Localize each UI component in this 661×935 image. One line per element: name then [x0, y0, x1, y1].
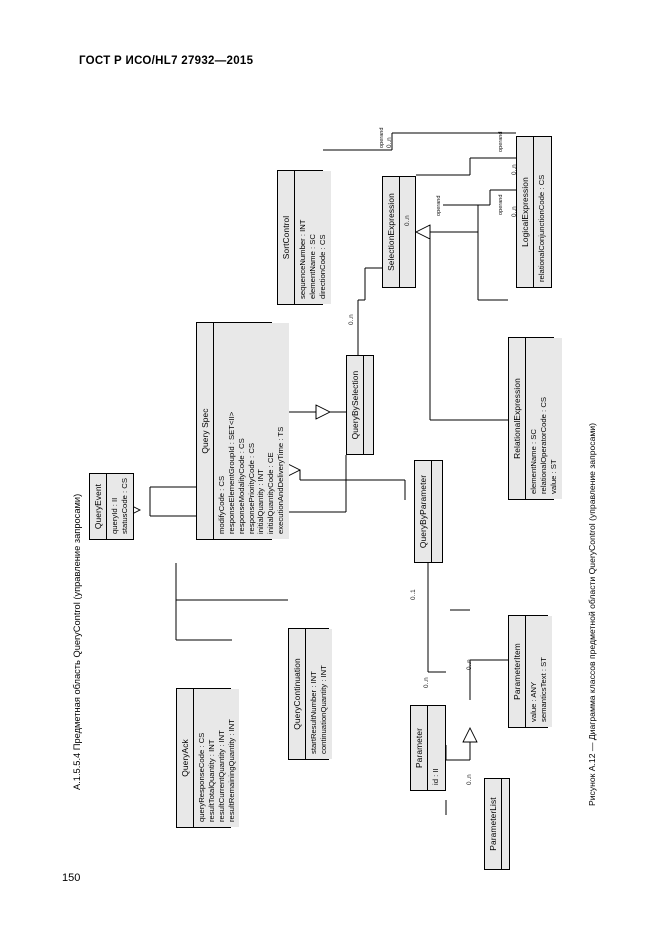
class-title: Query Spec [197, 323, 214, 539]
role-label: operand [379, 127, 385, 148]
attribute: responseElementGroupId : SET<II> [226, 411, 236, 534]
class-title: QueryBySelection [347, 356, 364, 454]
class-box-selection-expression[interactable]: SelectionExpression [382, 176, 416, 288]
attribute: continuationQuantity : INT [318, 665, 328, 754]
class-box-sort-control[interactable]: SortControl sequenceNumber : INT element… [277, 170, 331, 305]
multiplicity-label: 0..n [466, 659, 473, 670]
attribute: relationalConjunctionCode : CS [537, 174, 546, 282]
class-attributes: startResultNumber : INT continuationQuan… [306, 629, 332, 759]
multiplicity-label: 0..n [511, 164, 518, 175]
multiplicity-label: 0..n [511, 206, 518, 217]
class-title: ParameterList [485, 779, 502, 869]
class-box-query-by-parameter[interactable]: QueryByParameter [414, 460, 443, 563]
class-box-query-ack[interactable]: QueryAck queryResponseCode : CS resultTo… [176, 688, 240, 828]
class-title: QueryAck [177, 689, 194, 827]
attribute: elementName : SC [307, 234, 317, 299]
attribute: statusCode : CS [119, 478, 129, 534]
attribute: responsePriorityCode : CS [246, 442, 256, 534]
class-attributes: sequenceNumber : INT elementName : SC di… [295, 171, 331, 304]
attribute: executionAndDeliveryTime : TS [276, 426, 286, 534]
class-attributes: value : ANY semanticsText : ST [526, 616, 552, 727]
class-attributes [400, 177, 415, 287]
class-box-logical-expression[interactable]: LogicalExpression relationalConjunctionC… [516, 136, 552, 288]
multiplicity-label: 0..n [423, 677, 430, 688]
class-title: ParameterItem [509, 616, 526, 727]
class-title: QueryEvent [90, 474, 107, 539]
attribute: relationalOperatorCode : CS [538, 397, 548, 494]
class-attributes: id : II [428, 706, 445, 790]
class-attributes: elementName : SC relationalOperatorCode … [526, 338, 562, 499]
document-header: ГОСТ Р ИСО/HL7 27932—2015 [79, 55, 254, 67]
class-box-parameter-list[interactable]: ParameterList [484, 778, 510, 870]
attribute: queryResponseCode : CS [197, 732, 206, 822]
multiplicity-label: 0..n [404, 215, 411, 226]
multiplicity-label: 0..n [466, 774, 473, 785]
attribute: value : ST [548, 459, 558, 494]
class-box-query-by-selection[interactable]: QueryBySelection [346, 355, 374, 455]
class-attributes: queryId : II statusCode : CS [107, 474, 133, 539]
class-box-query-continuation[interactable]: QueryContinuation startResultNumber : IN… [288, 628, 332, 760]
class-box-query-spec[interactable]: Query Spec modifyCode : CS responseEleme… [196, 322, 290, 540]
class-attributes [432, 461, 442, 562]
class-box-relational-expression[interactable]: RelationalExpression elementName : SC re… [508, 337, 562, 500]
role-label: operand [498, 131, 504, 152]
attribute: directionCode : CS [317, 234, 327, 299]
class-title: QueryContinuation [289, 629, 306, 759]
class-attributes [502, 779, 509, 869]
class-box-query-event[interactable]: QueryEvent queryId : II statusCode : CS [89, 473, 134, 540]
class-attributes: queryResponseCode : CS resultTotalQuanti… [194, 689, 240, 827]
attribute: queryId : II [110, 497, 119, 534]
attribute: startResultNumber : INT [309, 671, 318, 754]
class-title: LogicalExpression [517, 137, 534, 287]
class-box-parameter[interactable]: Parameter id : II [410, 705, 446, 791]
multiplicity-label: 0..1 [410, 589, 417, 600]
class-title: SortControl [278, 171, 295, 304]
attribute: resultTotalQuantity : INT [206, 739, 216, 822]
multiplicity-label: 0..n [348, 314, 355, 325]
attribute: initialQuantityCode : CE [266, 452, 276, 534]
role-label: operand [498, 194, 504, 215]
attribute: value : ANY [529, 681, 538, 722]
attribute: semanticsText : ST [538, 657, 548, 722]
attribute: responseModalityCode : CS [236, 438, 246, 534]
attribute: sequenceNumber : INT [298, 219, 307, 299]
attribute: id : II [431, 768, 440, 785]
attribute: elementName : SC [529, 429, 538, 494]
multiplicity-label: 0..n [386, 137, 393, 148]
attribute: resultRemainingQuantity : INT [226, 719, 236, 822]
role-label: operand [436, 195, 442, 216]
class-title: Parameter [411, 706, 428, 790]
class-attributes: relationalConjunctionCode : CS [534, 137, 551, 287]
class-title: SelectionExpression [383, 177, 400, 287]
class-box-parameter-item[interactable]: ParameterItem value : ANY semanticsText … [508, 615, 552, 728]
page-number: 150 [62, 872, 81, 884]
class-attributes: modifyCode : CS responseElementGroupId :… [214, 323, 290, 539]
class-attributes [364, 356, 373, 454]
attribute: resultCurrentQuantity : INT [216, 730, 226, 822]
attribute: initialQuantity : INT [256, 469, 266, 534]
attribute: modifyCode : CS [217, 475, 226, 534]
class-title: QueryByParameter [415, 461, 432, 562]
class-title: RelationalExpression [509, 338, 526, 499]
